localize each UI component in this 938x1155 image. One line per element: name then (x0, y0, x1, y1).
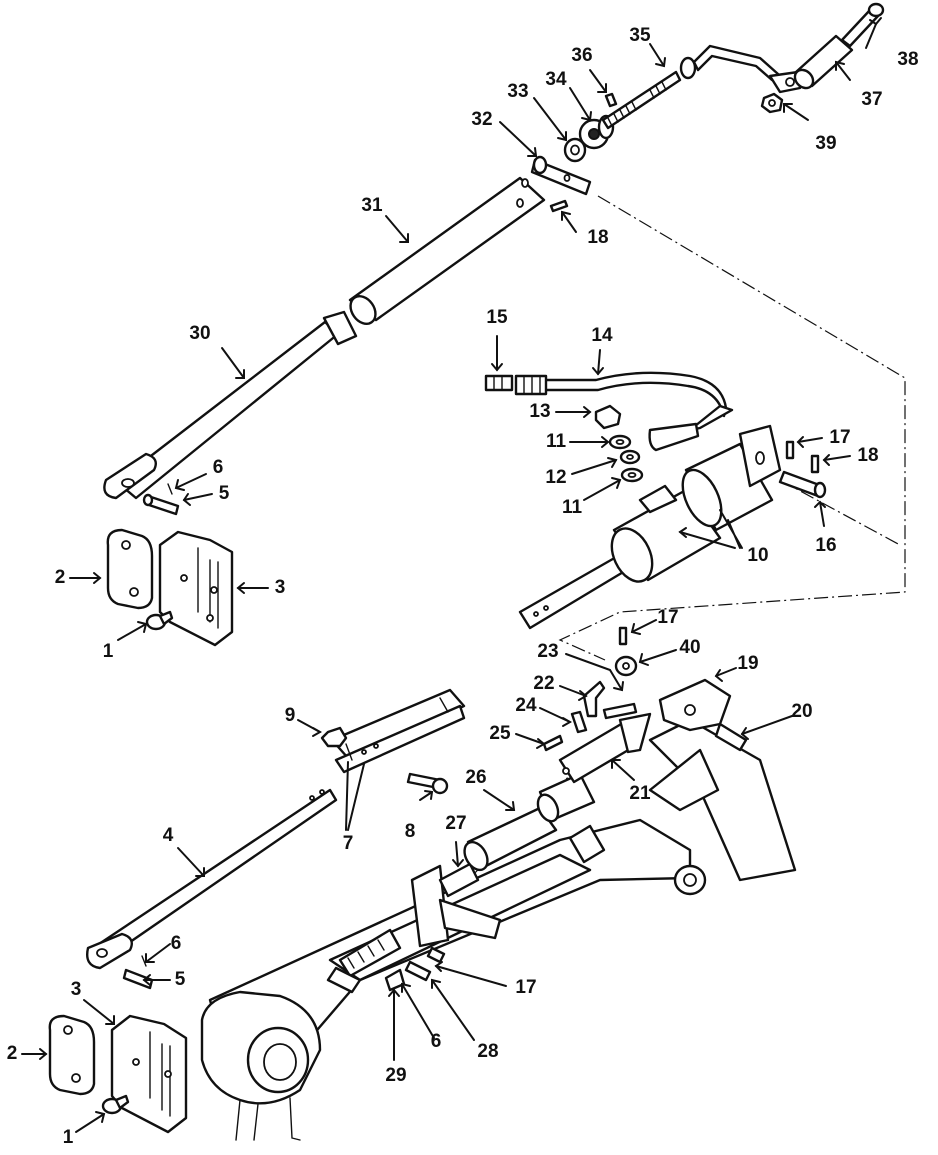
callout-30: 30 (189, 323, 210, 344)
callout-6-upper: 6 (213, 457, 224, 478)
callout-34: 34 (545, 69, 567, 90)
callout-37: 37 (861, 89, 882, 110)
lift-arm-frame (200, 678, 797, 1141)
callout-17-upper: 17 (829, 427, 850, 448)
callout-5-upper: 5 (219, 483, 230, 504)
callout-22: 22 (533, 673, 554, 694)
callout-39: 39 (815, 133, 836, 154)
lower-link-assembly (86, 688, 466, 990)
small-hardware (542, 626, 638, 752)
callout-19: 19 (737, 653, 758, 674)
callout-3-upper: 3 (275, 577, 286, 598)
flat-washer (563, 137, 587, 163)
bracket-upper (158, 530, 234, 647)
callout-6-lower: 6 (171, 933, 182, 954)
leveling-rod-assembly (103, 2, 885, 500)
callout-35: 35 (629, 25, 651, 46)
bracket-lower (110, 1014, 188, 1134)
callout-10: 10 (747, 545, 768, 566)
callout-33: 33 (507, 81, 528, 102)
callout-13: 13 (529, 401, 550, 422)
callout-20: 20 (791, 701, 812, 722)
crank-shaft (601, 44, 802, 130)
callout-24: 24 (515, 695, 537, 716)
callout-29: 29 (385, 1065, 406, 1086)
strap-lower (48, 1014, 96, 1096)
callout-3-lower: 3 (71, 979, 82, 1000)
lower-rod (103, 310, 358, 500)
upper-strap-assembly (106, 528, 234, 647)
lower-strap-assembly (48, 1014, 188, 1134)
cotter-pin-upper (604, 92, 618, 108)
callout-8: 8 (405, 821, 416, 842)
cap-screw-lower (101, 1094, 130, 1115)
callout-5-lower: 5 (175, 969, 186, 990)
callout-38: 38 (897, 49, 918, 70)
callout-12: 12 (545, 467, 566, 488)
callout-17-lower: 17 (515, 977, 536, 998)
callout-28: 28 (477, 1041, 498, 1062)
callout-27: 27 (445, 813, 466, 834)
callout-25: 25 (489, 723, 511, 744)
callout-40: 40 (679, 637, 700, 658)
callout-14: 14 (591, 325, 613, 346)
tube-end-fitting (530, 155, 592, 196)
callout-6-mid: 6 (431, 1031, 442, 1052)
callout-4: 4 (163, 825, 174, 846)
callout-26: 26 (465, 767, 486, 788)
clevis-pin-upper (142, 483, 180, 516)
callout-16: 16 (815, 535, 836, 556)
callout-9: 9 (285, 705, 296, 726)
callout-11-upper: 11 (546, 431, 567, 452)
callout-1-upper: 1 (103, 641, 114, 662)
callout-labels: 1 1 2 2 3 3 4 5 5 6 6 6 7 8 9 10 11 11 1… (7, 25, 919, 1148)
strap-upper (106, 528, 154, 610)
cap-screw-upper (145, 610, 174, 631)
callout-17-mid: 17 (657, 607, 678, 628)
callout-31: 31 (361, 195, 383, 216)
callout-2-upper: 2 (55, 567, 66, 588)
callout-23: 23 (537, 641, 558, 662)
callout-36: 36 (571, 45, 592, 66)
hydraulic-cylinder-assembly (484, 371, 827, 630)
callout-21: 21 (629, 783, 651, 804)
callout-15: 15 (486, 307, 508, 328)
callout-1-lower: 1 (63, 1127, 74, 1148)
callout-18-right: 18 (857, 445, 878, 466)
callout-32: 32 (471, 109, 492, 130)
leader-arrows (21, 17, 882, 1133)
callout-2-lower: 2 (7, 1043, 18, 1064)
outer-tube (348, 176, 546, 326)
roll-pin-upper (549, 199, 569, 213)
crank-handle (793, 34, 854, 90)
callout-18-upper: 18 (587, 227, 608, 248)
callout-11-lower: 11 (562, 497, 583, 518)
handle-bolt (840, 2, 885, 48)
handle-nut (760, 92, 784, 114)
callout-7: 7 (343, 833, 354, 854)
